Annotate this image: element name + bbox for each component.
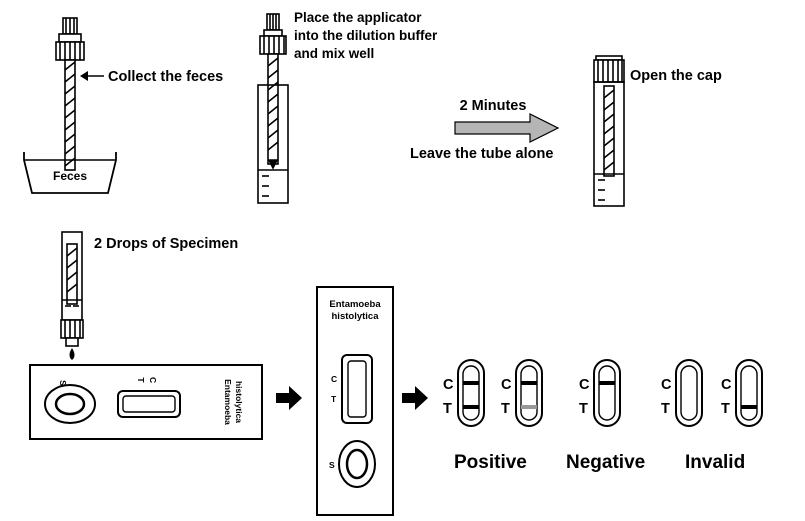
drops-label: 2 Drops of Specimen: [94, 236, 238, 252]
collect-label: Collect the feces: [108, 69, 223, 85]
pos2-c-label: C: [501, 377, 512, 393]
specimen-drop-icon: [69, 348, 75, 360]
negative-label: Negative: [566, 452, 645, 473]
tube-open-cap: [593, 55, 625, 207]
applicator-in-cup: [23, 17, 117, 194]
cassette-v-c-label: C: [331, 374, 337, 384]
place-label-line3: and mix well: [294, 46, 374, 61]
wait-arrow-icon: [454, 113, 560, 143]
leave-label: Leave the tube alone: [410, 146, 553, 162]
pos1-c-label: C: [443, 377, 454, 393]
inv2-c-label: C: [721, 377, 732, 393]
cassette-horizontal: [29, 364, 263, 440]
positive-label: Positive: [454, 452, 527, 473]
result-window-invalid-2: [735, 359, 763, 427]
collect-arrow: [80, 71, 104, 81]
cassette-v-t-label: T: [331, 394, 337, 404]
inv2-t-label: T: [721, 401, 730, 417]
cassette-v-name-line2: histolytica: [332, 311, 380, 322]
cassette-h-t-label: T: [136, 377, 146, 383]
cassette-h-name-line2: histolytica: [234, 381, 244, 423]
cassette-h-s-label: S: [58, 380, 68, 386]
flow-arrow-icon: [276, 386, 302, 410]
open-cap-label: Open the cap: [630, 68, 722, 84]
place-label-line1: Place the applicator: [294, 10, 422, 25]
result-window-negative: [593, 359, 621, 427]
minutes-label: 2 Minutes: [460, 98, 527, 114]
cassette-v-name-line1: Entamoeba: [329, 299, 381, 310]
result-window-invalid-1: [675, 359, 703, 427]
cassette-h-name-line1: Entamoeba: [223, 379, 233, 425]
place-label-line2: into the dilution buffer: [294, 28, 438, 43]
feces-label: Feces: [53, 169, 87, 183]
result-window-positive-2: [515, 359, 543, 427]
inv1-t-label: T: [661, 401, 670, 417]
neg-c-label: C: [579, 377, 590, 393]
flow-arrow-icon: [402, 386, 428, 410]
tube-inverted-dropper: [60, 231, 84, 347]
cassette-v-s-label: S: [329, 460, 335, 470]
cassette-h-c-label: C: [148, 377, 158, 383]
tube-with-applicator: [257, 13, 289, 204]
pos1-t-label: T: [443, 401, 452, 417]
neg-t-label: T: [579, 401, 588, 417]
inv1-c-label: C: [661, 377, 672, 393]
cassette-vertical: [316, 286, 394, 516]
invalid-label: Invalid: [685, 452, 745, 473]
pos2-t-label: T: [501, 401, 510, 417]
result-window-positive-1: [457, 359, 485, 427]
